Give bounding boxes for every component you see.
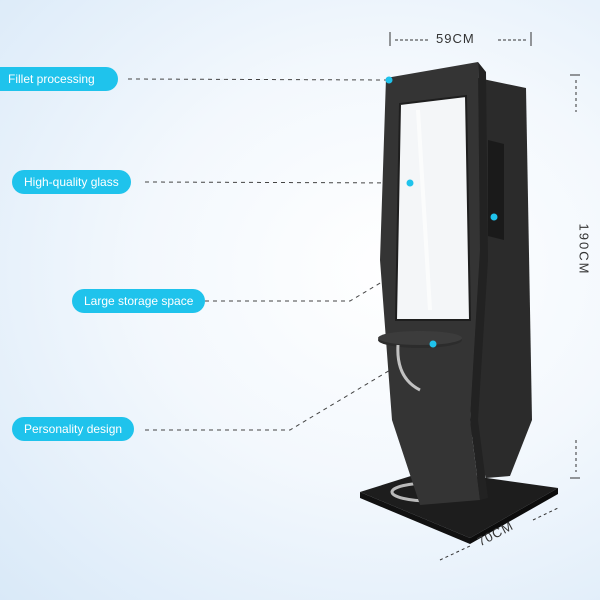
base-plate (360, 470, 558, 538)
callout-personality-design: Personality design (12, 417, 135, 441)
dimension-height-label: 190CM (576, 223, 592, 276)
callout-high-quality-glass: High-quality glass (12, 170, 131, 194)
callout-markers (385, 76, 498, 348)
shelf-support-rod (396, 344, 421, 392)
dimension-width-label: 59CM (436, 31, 475, 46)
callout-leaders (127, 78, 494, 431)
callout-fillet-processing: Fillet processing (0, 67, 118, 91)
mirror-glass (394, 94, 472, 321)
callout-large-storage-space: Large storage space (72, 289, 206, 313)
dimension-guides (389, 32, 580, 561)
